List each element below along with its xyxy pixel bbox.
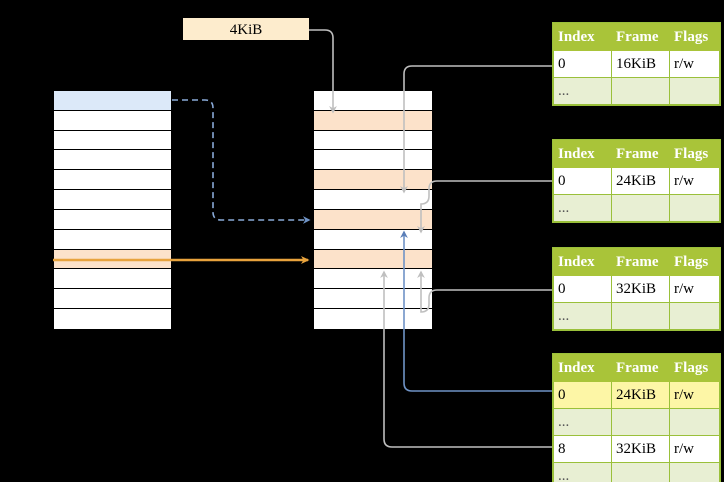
table-cell	[611, 194, 670, 222]
table-cell: ...	[553, 194, 612, 222]
memory-cell	[54, 309, 171, 329]
table-cell: 0	[553, 381, 612, 409]
memory-cell	[54, 110, 171, 131]
memory-cell	[314, 249, 432, 270]
table-cell: r/w	[669, 435, 720, 463]
table-row[interactable]: ...	[553, 302, 720, 330]
table-cell	[611, 408, 670, 436]
table-cell: ...	[553, 77, 612, 105]
table-cell: ...	[553, 302, 612, 330]
table-cell	[611, 302, 670, 330]
page-size-label: 4KiB	[183, 18, 309, 40]
connector-pt2-to-frame	[417, 180, 552, 234]
memory-cell	[54, 190, 171, 210]
memory-cell	[314, 130, 432, 151]
memory-cell	[314, 289, 432, 310]
column-header-frame: Frame	[611, 23, 670, 51]
memory-cell	[314, 190, 432, 210]
memory-cell	[314, 269, 432, 290]
memory-cell	[54, 229, 171, 250]
memory-cell	[54, 150, 171, 171]
memory-cell	[314, 229, 432, 250]
table-cell	[669, 194, 720, 222]
table-cell: ...	[553, 408, 612, 436]
column-header-flags: Flags	[669, 248, 720, 276]
column-header-index: Index	[553, 354, 612, 382]
table-cell: 24KiB	[611, 167, 670, 195]
column-header-flags: Flags	[669, 354, 720, 382]
column-header-index: Index	[553, 23, 612, 51]
table-row[interactable]: ...	[553, 462, 720, 482]
physical-memory-column	[313, 90, 433, 330]
table-cell: 32KiB	[611, 275, 670, 303]
column-header-flags: Flags	[669, 23, 720, 51]
table-cell: 0	[553, 50, 612, 78]
table-cell: ...	[553, 462, 612, 482]
table-row[interactable]: ...	[553, 77, 720, 105]
table-cell	[611, 77, 670, 105]
memory-cell	[314, 209, 432, 230]
table-cell	[611, 462, 670, 482]
table-cell	[669, 77, 720, 105]
table-cell: r/w	[669, 50, 720, 78]
memory-cell	[54, 209, 171, 230]
table-cell: 32KiB	[611, 435, 670, 463]
memory-cell	[54, 289, 171, 310]
table-cell: 24KiB	[611, 381, 670, 409]
memory-cell	[314, 150, 432, 171]
column-header-frame: Frame	[611, 248, 670, 276]
table-cell: 0	[553, 167, 612, 195]
table-cell: r/w	[669, 167, 720, 195]
memory-cell	[314, 110, 432, 131]
virtual-address-space-column	[53, 90, 172, 330]
memory-cell	[54, 269, 171, 290]
column-header-index: Index	[553, 248, 612, 276]
connector-pt3-to-frame	[417, 270, 552, 313]
table-cell	[669, 302, 720, 330]
memory-cell	[54, 249, 171, 270]
table-cell	[669, 408, 720, 436]
memory-cell	[54, 170, 171, 191]
column-header-frame: Frame	[611, 354, 670, 382]
memory-cell	[314, 170, 432, 191]
connector-virtual-to-physical-dashed	[172, 99, 311, 224]
memory-cell	[54, 91, 171, 111]
table-cell: r/w	[669, 275, 720, 303]
column-header-flags: Flags	[669, 140, 720, 168]
table-cell	[669, 462, 720, 482]
memory-cell	[314, 91, 432, 111]
table-cell: r/w	[669, 381, 720, 409]
table-row[interactable]: ...	[553, 194, 720, 222]
table-cell: 16KiB	[611, 50, 670, 78]
table-row[interactable]: ...	[553, 408, 720, 436]
table-cell: 8	[553, 435, 612, 463]
column-header-index: Index	[553, 140, 612, 168]
column-header-frame: Frame	[611, 140, 670, 168]
memory-cell	[314, 309, 432, 329]
memory-cell	[54, 130, 171, 151]
table-cell: 0	[553, 275, 612, 303]
